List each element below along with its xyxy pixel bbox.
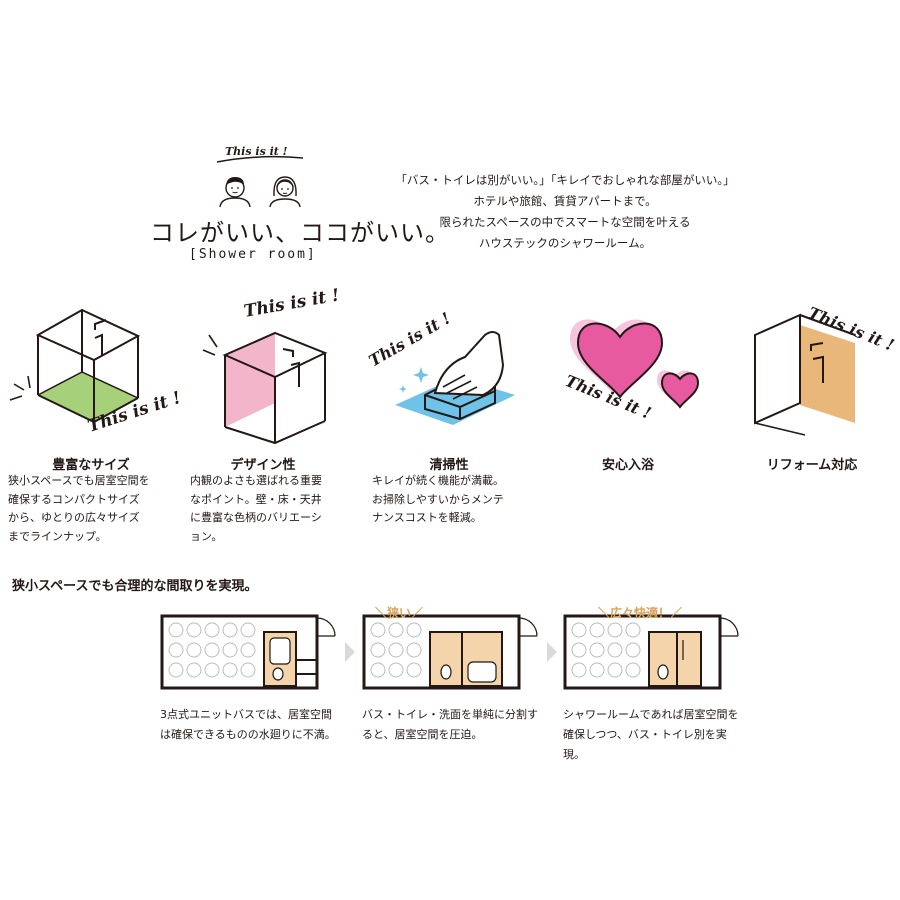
intro-line: 限られたスペースの中でスマートな空間を叶える [439, 215, 691, 229]
feature-desc: キレイが続く機能が満載。お掃除しやすいからメンテナンスコストを軽減。 [372, 474, 504, 524]
plan-desc: シャワールームであれば居室空間を確保しつつ、バス・トイレ別を実現。 [563, 708, 739, 761]
page-title: コレがいい、ココがいい。 [150, 219, 450, 247]
shower-panel-reform-icon: This is it ! [754, 303, 897, 436]
floor-plan-unit-bath [160, 614, 336, 690]
hero-script-label: This is it ! [225, 140, 288, 159]
plan-tag: ＼狭い／ [375, 606, 424, 620]
cleaning-hand-sponge-icon: This is it ! [366, 309, 515, 425]
man-avatar-icon [219, 177, 251, 208]
hero-underline [216, 155, 304, 163]
intro-line: ハウステックのシャワールーム。 [478, 236, 652, 250]
section-title: 狭小スペースでも合理的な間取りを実現。 [12, 579, 258, 594]
intro-line: 「バス・トイレは別がいい。」「キレイでおしゃれな部屋がいい。」 [395, 173, 735, 187]
feature-title: デザイン性 [230, 458, 296, 473]
feature-script-text: This is it ! [366, 309, 454, 371]
hearts-icon: This is it ! [563, 319, 700, 423]
plan-tag-text: 広々快適！ [610, 606, 671, 620]
feature-title: リフォーム対応 [766, 458, 858, 473]
plan-desc: 3点式ユニットバスでは、居室空間は確保できるものの水廻りに不満。 [160, 708, 336, 741]
floor-plan-separated [362, 614, 538, 690]
feature-title: 豊富なサイズ [52, 458, 130, 473]
feature-desc: 内観のよさも選ばれる重要なポイント。壁・床・天井に豊富な色柄のバリエーション。 [190, 474, 322, 543]
plan-desc: バス・トイレ・洗面を単純に分割すると、居室空間を圧迫。 [362, 708, 538, 741]
intro-text: 「バス・トイレは別がいい。」「キレイでおしゃれな部屋がいい。」 ホテルや旅館、賃… [360, 170, 770, 254]
shower-box-green-floor-icon: This is it ! [9, 308, 183, 437]
intro-line: ホテルや旅館、賃貸アパートまで。 [473, 194, 657, 208]
hero-script-text: This is it ! [225, 145, 288, 158]
feature-title: 安心入浴 [601, 458, 654, 473]
shower-box-pink-wall-icon: This is it ! [202, 285, 341, 445]
floor-plan-shower-room [563, 614, 739, 690]
plan-tag-text: 狭い [387, 606, 412, 620]
feature-script-text: This is it ! [242, 285, 341, 321]
page-subtitle: [Shower room] [189, 247, 317, 262]
feature-desc: 狭小スペースでも居室空間を確保するコンパクトサイズから、ゆとりの広々サイズまでラ… [8, 474, 150, 543]
arrow-right-icon [547, 642, 557, 662]
arrow-right-icon [345, 642, 355, 662]
woman-avatar-icon [269, 176, 301, 208]
plan-tag: ＼広々快適！／ [598, 606, 683, 620]
feature-title: 清掃性 [429, 458, 469, 473]
